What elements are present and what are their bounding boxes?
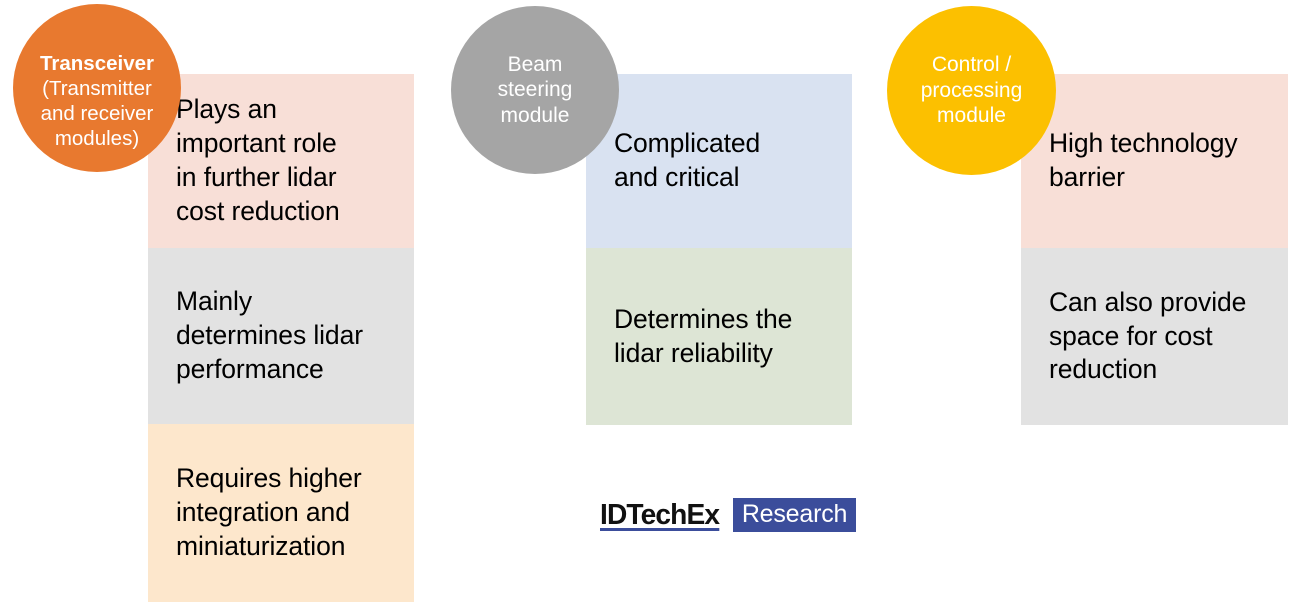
transceiver-badge-subtitle: (Transmitter and receiver modules): [40, 76, 154, 150]
transceiver-badge-text: Transceiver(Transmitter and receiver mod…: [34, 26, 160, 151]
transceiver-block-1-text: Plays an important role in further lidar…: [176, 94, 340, 226]
idtechex-underline: [600, 528, 720, 531]
idtechex-research-logo: IDTechEx Research: [600, 498, 857, 532]
transceiver-block-3-text: Requires higher integration and miniatur…: [176, 463, 362, 561]
transceiver-block-2: Mainly determines lidar performance: [148, 248, 414, 424]
research-badge-text: Research: [741, 499, 848, 528]
control-processing-block-2-text: Can also provide space for cost reductio…: [1049, 286, 1247, 385]
control-processing-block-2: Can also provide space for cost reductio…: [1021, 248, 1288, 425]
beam-steering-block-1-text: Complicated and critical: [614, 128, 761, 192]
control-processing-block-1: High technology barrier: [1021, 74, 1288, 248]
transceiver-badge-title: Transceiver: [40, 51, 154, 75]
beam-steering-badge-circle: Beam steering module: [451, 6, 619, 174]
control-processing-badge-text: Control / processing module: [920, 53, 1023, 128]
idtechex-wordmark-text: IDTechEx: [600, 498, 720, 531]
beam-steering-block-1: Complicated and critical: [586, 74, 852, 248]
research-badge: Research: [732, 498, 857, 532]
control-processing-block-1-text: High technology barrier: [1049, 128, 1238, 192]
control-processing-badge-circle: Control / processing module: [887, 6, 1056, 175]
transceiver-badge-circle: Transceiver(Transmitter and receiver mod…: [13, 4, 181, 172]
transceiver-block-2-text: Mainly determines lidar performance: [176, 286, 363, 384]
idtechex-wordmark: IDTechEx: [600, 498, 729, 532]
beam-steering-block-2-text: Determines the lidar reliability: [614, 303, 793, 368]
transceiver-block-1: Plays an important role in further lidar…: [148, 74, 414, 248]
transceiver-block-3: Requires higher integration and miniatur…: [148, 424, 414, 602]
beam-steering-block-2: Determines the lidar reliability: [586, 248, 852, 425]
beam-steering-badge-text: Beam steering module: [497, 52, 573, 127]
